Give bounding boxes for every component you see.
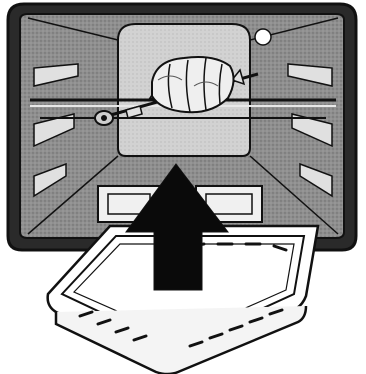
oven-rack-icon	[30, 63, 336, 198]
oven-light-icon	[254, 28, 272, 46]
roast-meat-icon	[151, 56, 235, 114]
insert-direction-arrow-icon	[125, 163, 230, 291]
